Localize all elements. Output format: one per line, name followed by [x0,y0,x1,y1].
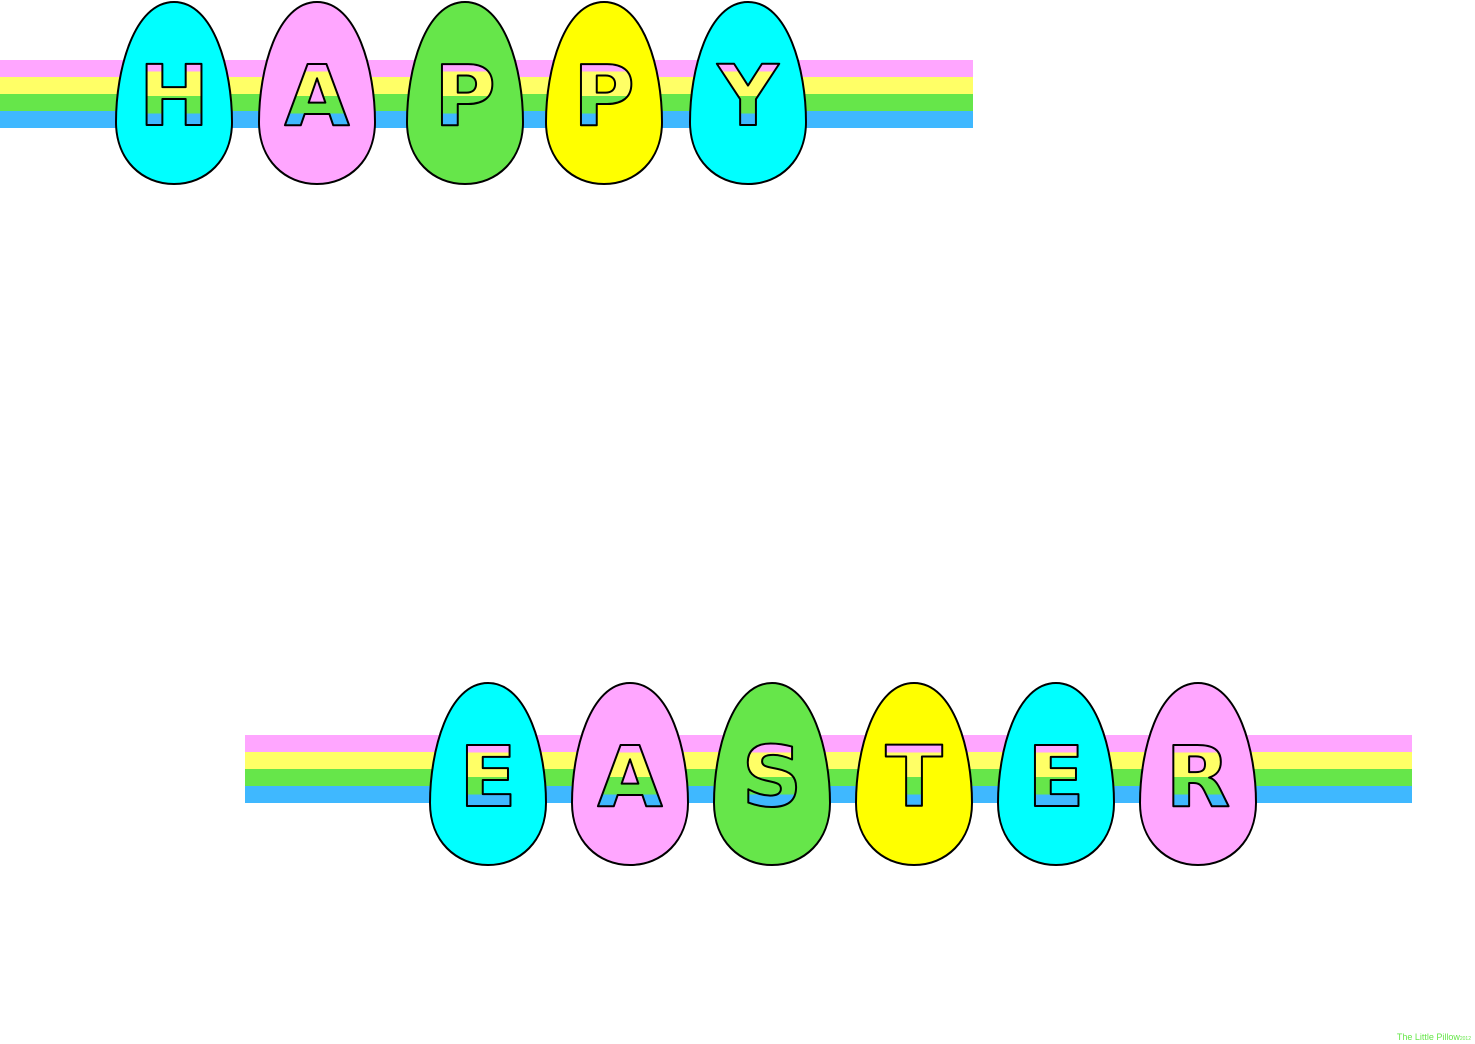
egg-letter: E [1027,728,1084,826]
egg: P [544,0,664,186]
egg-shape: A [257,0,377,186]
egg: Y [688,0,808,186]
egg-letter: A [284,47,349,145]
watermark-year: 2012 [1459,1036,1471,1042]
egg-shape: Y [688,0,808,186]
egg: S [712,681,832,867]
egg-shape: E [428,681,548,867]
egg-outline [570,681,690,867]
egg-letter: E [459,728,516,826]
egg-letter: R [1166,728,1231,826]
egg: P [405,0,525,186]
egg: T [854,681,974,867]
egg: R [1138,681,1258,867]
egg-outline [114,0,234,186]
watermark-text: The Little Pillow [1396,1032,1460,1042]
egg-outline [688,0,808,186]
egg-shape: P [544,0,664,186]
egg-letter: S [742,728,803,826]
egg-letter: P [434,47,496,145]
egg-shape: A [570,681,690,867]
egg-letter: A [597,728,662,826]
egg: E [996,681,1116,867]
egg-shape: T [854,681,974,867]
egg-outline [257,0,377,186]
egg-outline [405,0,525,186]
egg-outline [428,681,548,867]
egg-shape: E [996,681,1116,867]
egg-outline [854,681,974,867]
egg-shape: P [405,0,525,186]
egg-shape: H [114,0,234,186]
egg: A [257,0,377,186]
egg-letter: Y [717,47,780,145]
egg-letter: H [139,47,209,145]
egg: E [428,681,548,867]
egg-outline [996,681,1116,867]
egg: H [114,0,234,186]
egg-shape: S [712,681,832,867]
egg-letter: T [885,728,942,826]
egg-outline [1138,681,1258,867]
watermark: The Little Pillow2012 [1397,1032,1471,1042]
egg: A [570,681,690,867]
egg-shape: R [1138,681,1258,867]
egg-outline [544,0,664,186]
egg-outline [712,681,832,867]
egg-letter: P [573,47,635,145]
